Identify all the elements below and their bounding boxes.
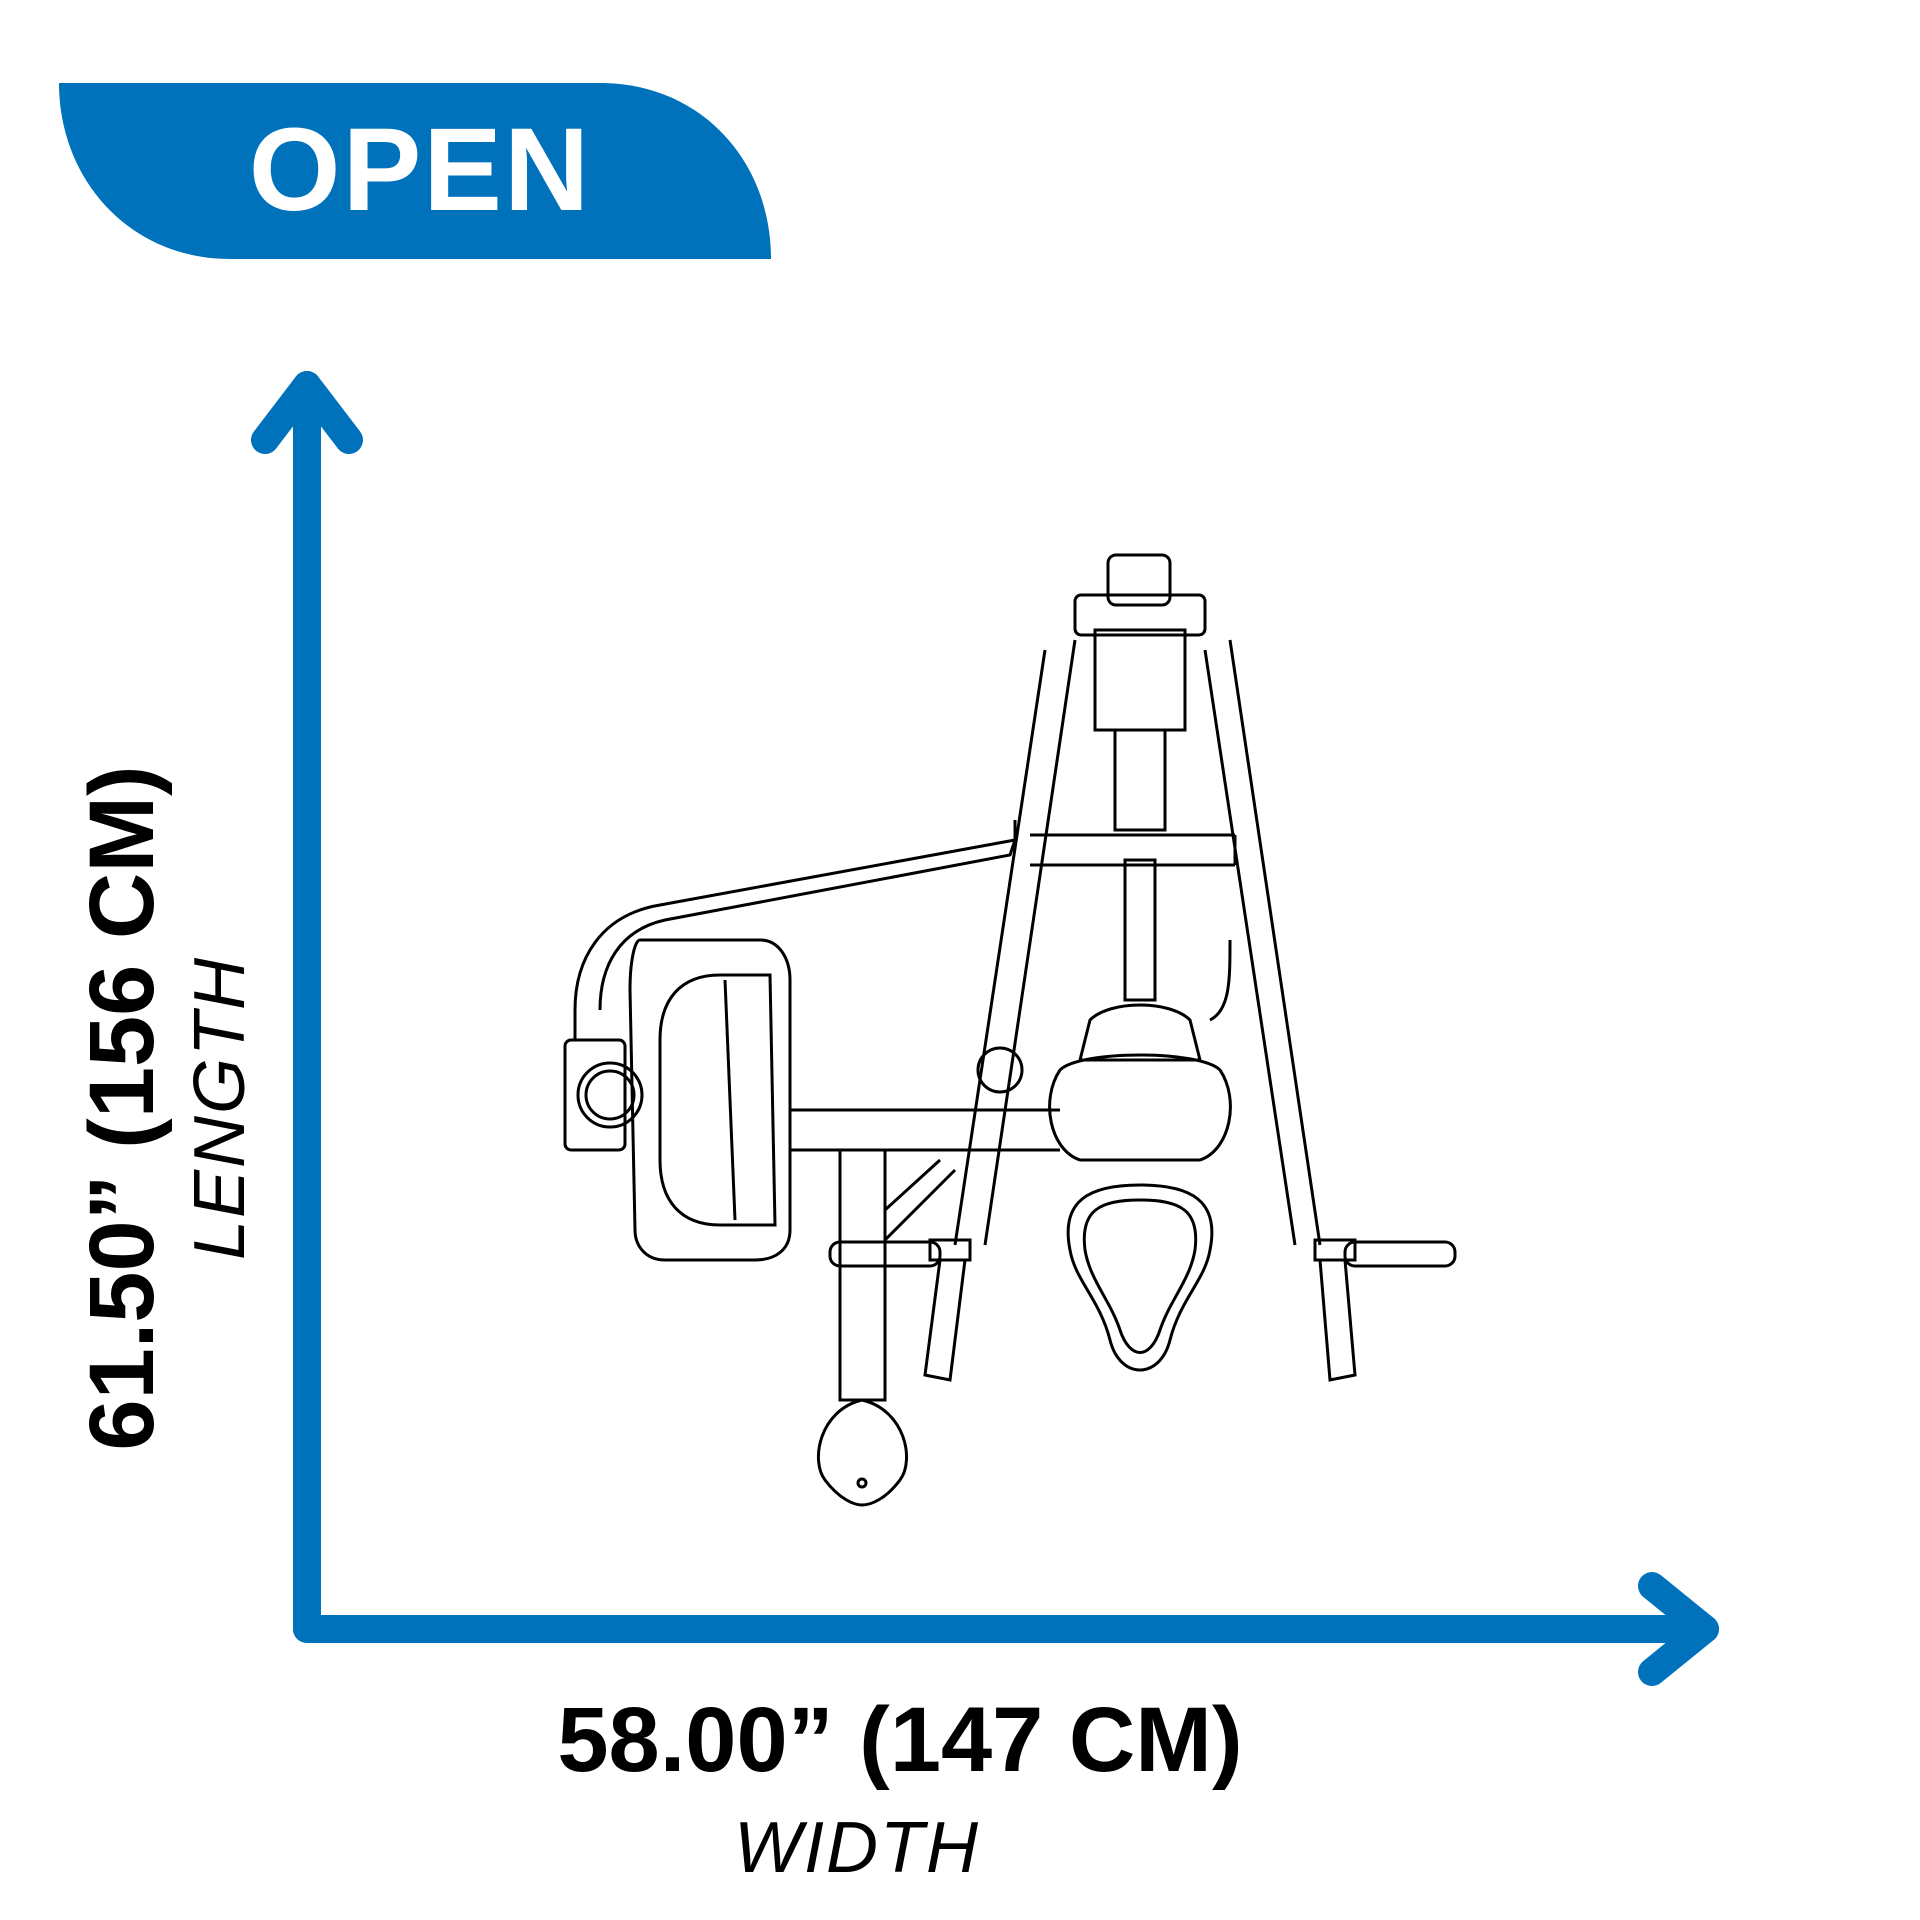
width-dimension-value: 58.00” (147 CM) [557,1689,1243,1791]
length-dimension-value: 61.50” (156 CM) [71,765,173,1451]
length-dimension-label: LENGTH [180,955,260,1261]
open-badge-label: OPEN [248,104,592,236]
width-arrow [293,1572,1719,1686]
machine-line-drawing [563,553,1457,1507]
width-dimension-label: WIDTH [734,1808,980,1888]
length-arrow [251,371,363,1643]
open-badge-shape [59,83,771,259]
